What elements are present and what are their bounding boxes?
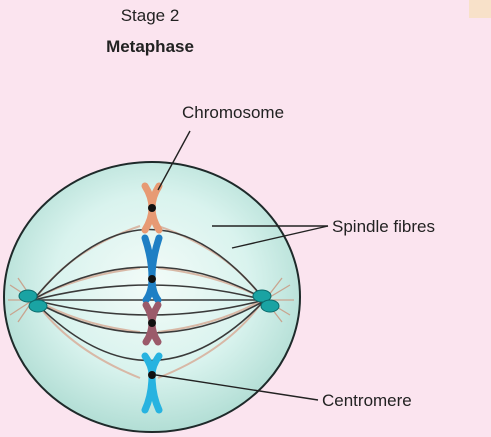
centriole-left: [18, 289, 48, 313]
centromeres: [148, 204, 156, 379]
stage-number: Stage 2: [120, 6, 180, 25]
chromosome-label: Chromosome: [182, 103, 284, 122]
centriole-right: [252, 289, 280, 313]
centromere-label: Centromere: [322, 391, 412, 410]
centromere-leader: [155, 374, 319, 401]
spindle-fibres-label: Spindle fibres: [332, 217, 435, 236]
spindle-leader-2: [231, 225, 329, 249]
cell-membrane: [3, 161, 301, 433]
stage-name: Metaphase: [106, 37, 194, 56]
corner-smudge: [469, 0, 491, 18]
chromosome-leader: [157, 130, 191, 191]
